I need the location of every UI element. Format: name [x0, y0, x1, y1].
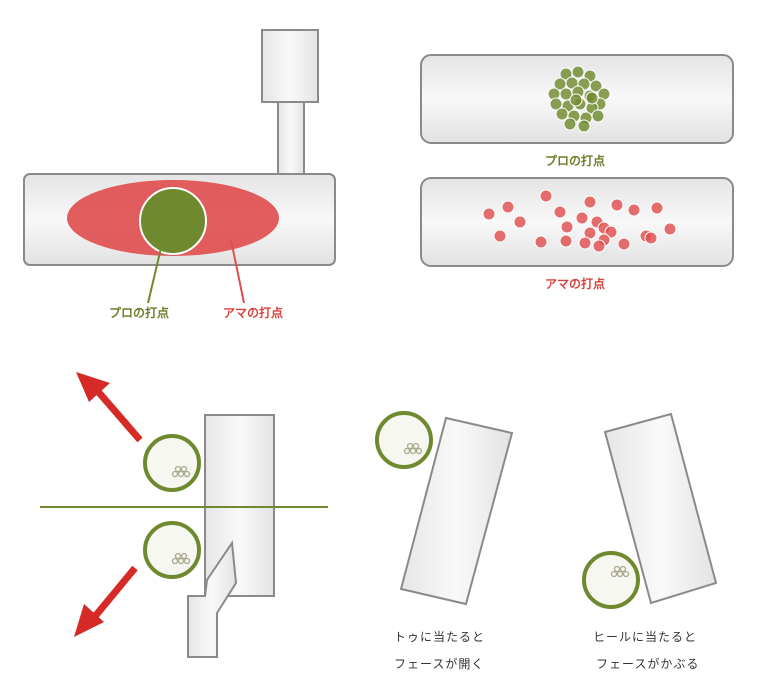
pro-impact-dot — [585, 91, 599, 105]
amateur-impact-dot — [501, 200, 515, 214]
pro-impact-dot — [589, 79, 603, 93]
toe-caption-line1: トゥに当たると — [394, 630, 485, 644]
putter-shaft-neck — [277, 101, 305, 177]
amateur-impact-dot — [617, 237, 631, 251]
amateur-impact-dot — [575, 211, 589, 225]
heel-caption-line2: フェースがかぶる — [596, 656, 699, 671]
golf-ball-icon — [143, 521, 201, 579]
dispersion-panel: プロの打点 アマの打点 — [420, 54, 734, 291]
amateur-impact-dot — [493, 229, 507, 243]
pro-impact-dot — [569, 93, 583, 107]
putter-head-heel-hit — [603, 412, 718, 605]
putter-hosel-top-view — [187, 540, 238, 658]
pro-impact-dots — [547, 65, 611, 133]
amateur-leader-line — [230, 239, 245, 304]
amateur-impact-dot — [627, 203, 641, 217]
toe-hit-panel: トゥに当たると フェースが開く — [375, 411, 514, 671]
amateur-impact-dot — [663, 222, 677, 236]
amateur-impact-dot — [553, 205, 567, 219]
amateur-impact-dot — [644, 231, 658, 245]
amateur-impact-label: アマの打点 — [223, 305, 283, 320]
heel-hit-panel: ヒールに当たると フェースがかぶる — [582, 412, 718, 671]
pro-impact-label: プロの打点 — [109, 305, 169, 320]
pro-impact-dot — [591, 109, 605, 123]
toe-caption-line2: フェースが開く — [394, 656, 484, 671]
amateur-impact-dot — [539, 189, 553, 203]
pro-impact-dot — [555, 107, 569, 121]
golf-ball-icon — [582, 551, 640, 609]
amateur-impact-dot — [583, 195, 597, 209]
golf-ball-icon — [375, 411, 433, 469]
pro-impact-zone — [139, 187, 207, 255]
golf-ball-icon — [143, 434, 201, 492]
amateur-impact-dot — [534, 235, 548, 249]
direction-panel — [40, 372, 328, 658]
amateur-impact-dot — [592, 239, 606, 253]
pro-leader-line — [147, 247, 162, 304]
amateur-impact-dot — [650, 201, 664, 215]
amateur-impact-dot — [578, 236, 592, 250]
arrow-up-left-icon — [76, 372, 143, 443]
amateur-impact-dot — [610, 198, 624, 212]
amateur-impact-dot — [559, 234, 573, 248]
amateur-impact-dot — [482, 207, 496, 221]
amateur-impact-dot — [513, 215, 527, 229]
pro-dispersion-label: プロの打点 — [545, 153, 605, 168]
pro-impact-dot — [563, 117, 577, 131]
heel-caption-line1: ヒールに当たると — [593, 630, 697, 644]
amateur-impact-dots — [482, 189, 677, 253]
putter-head-toe-hit — [399, 416, 514, 606]
amateur-dispersion-label: アマの打点 — [545, 276, 605, 291]
putter-hosel-top — [261, 29, 319, 103]
pro-impact-dot — [571, 65, 585, 79]
pro-impact-dot — [577, 119, 591, 133]
amateur-impact-dot — [560, 220, 574, 234]
arrow-down-left-icon — [74, 565, 138, 637]
putter-face-panel: プロの打点 アマの打点 — [23, 29, 336, 320]
